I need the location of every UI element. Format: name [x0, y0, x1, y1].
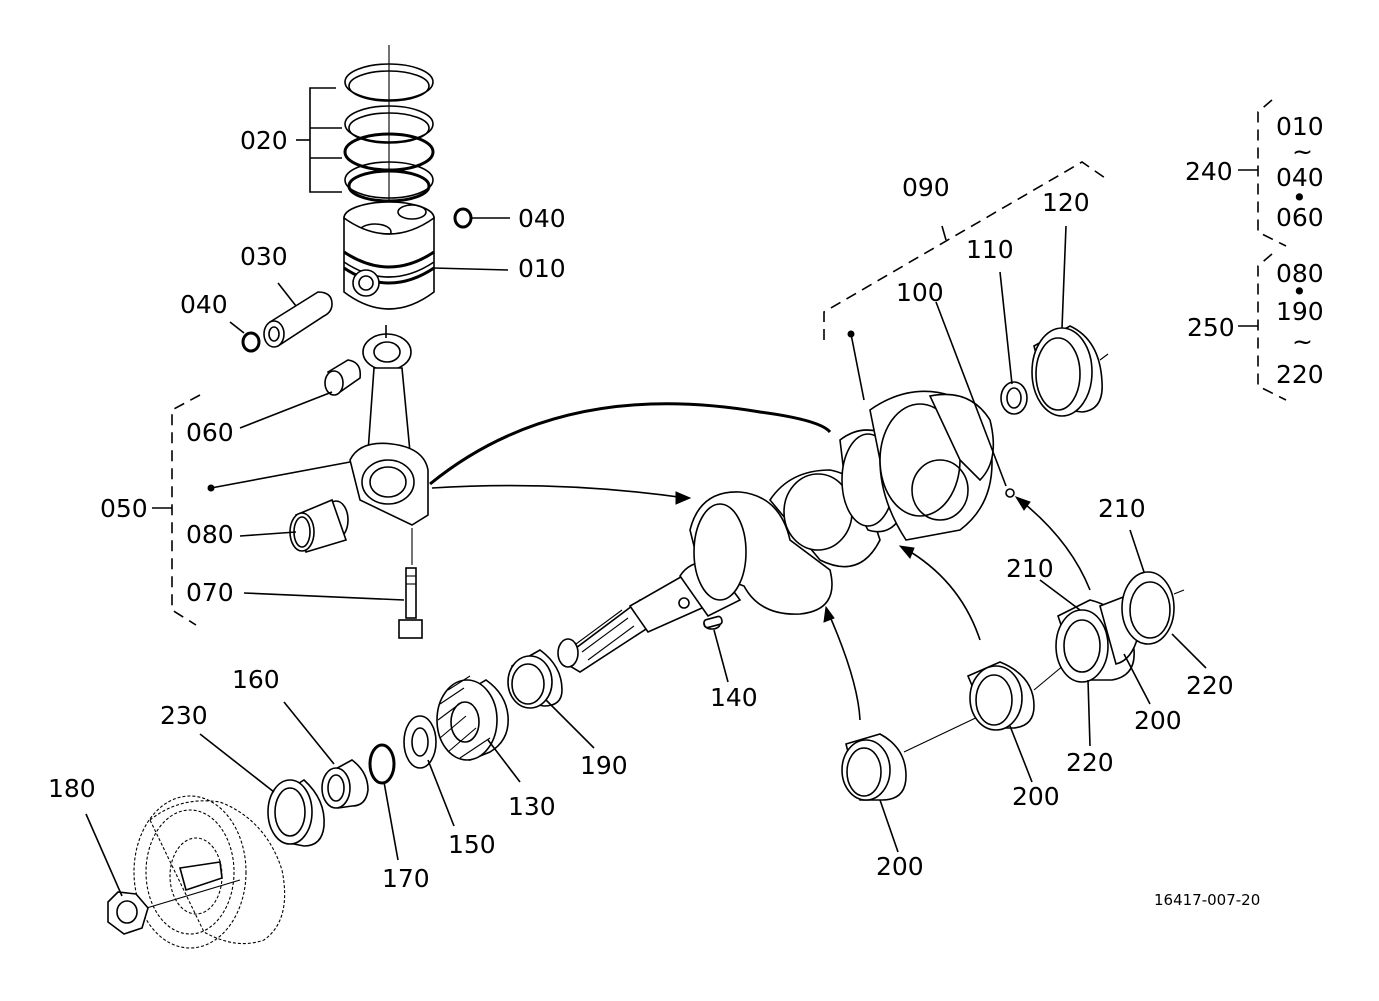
rear-oil-seal — [1031, 225, 1109, 417]
piston-rings — [296, 45, 435, 230]
callout-010: 010 — [518, 254, 566, 283]
piston-pin — [263, 282, 333, 348]
callout-020: 020 — [240, 126, 288, 155]
kit-240-item-040: 040 — [1276, 163, 1324, 192]
drawing-number: 16417-007-20 — [1154, 891, 1260, 909]
kit-250-item-080: 080 — [1276, 259, 1324, 288]
callout-070: 070 — [186, 578, 234, 607]
small-end-bushing — [239, 359, 362, 429]
callout-200-middle: 200 — [1012, 782, 1060, 811]
crank-gear — [436, 675, 521, 783]
callout-110: 110 — [966, 235, 1014, 264]
callout-170: 170 — [382, 864, 430, 893]
kit-240-range-sep: ~ — [1292, 137, 1313, 166]
callout-230: 230 — [160, 701, 208, 730]
callout-220-right: 220 — [1186, 671, 1234, 700]
callout-180: 180 — [48, 774, 96, 803]
piston — [343, 201, 509, 310]
callout-040-upper: 040 — [518, 204, 566, 233]
callout-120: 120 — [1042, 188, 1090, 217]
kit-250-item-190: 190 — [1276, 297, 1324, 326]
callout-210-right: 210 — [1098, 494, 1146, 523]
thrust-washer-front — [403, 715, 455, 827]
callout-210-left: 210 — [1006, 554, 1054, 583]
kit-legend-brackets — [1238, 99, 1287, 401]
crankpin-bearing — [239, 498, 349, 554]
callout-080: 080 — [186, 520, 234, 549]
main-bearing-1 — [841, 713, 985, 853]
crankshaft — [557, 161, 1109, 673]
circlip-lower — [229, 321, 261, 353]
kit-250-range-sep: ~ — [1292, 327, 1313, 356]
callout-030: 030 — [240, 242, 288, 271]
kit-240-label: 240 — [1185, 157, 1233, 186]
kit-250-item-220: 220 — [1276, 360, 1324, 389]
kit-240-item-060: 060 — [1276, 203, 1324, 232]
feather-key — [703, 615, 729, 683]
callout-060: 060 — [186, 418, 234, 447]
o-ring — [368, 743, 399, 861]
callout-160: 160 — [232, 665, 280, 694]
connecting-rod — [349, 325, 429, 526]
callout-090: 090 — [902, 173, 950, 202]
kit-legend: 240 010 ~ 040 • 060 250 080 • 190 ~ 220 — [1185, 112, 1324, 389]
shaft-splines — [575, 609, 635, 661]
callout-040-lower: 040 — [180, 290, 228, 319]
kit-240-dot-sep: • — [1292, 183, 1307, 212]
kit-240-item-010: 010 — [1276, 112, 1324, 141]
circlip-upper — [453, 207, 510, 229]
front-oil-seal — [199, 733, 325, 847]
kit-250-dot-sep: • — [1292, 277, 1307, 306]
callout-190: 190 — [580, 751, 628, 780]
front-bushing — [507, 649, 595, 749]
gear-teeth — [437, 675, 491, 759]
callout-200-front: 200 — [876, 852, 924, 881]
callout-220-lower: 220 — [1066, 748, 1114, 777]
callout-050: 050 — [100, 494, 148, 523]
connecting-rod-bolt — [243, 528, 423, 639]
crank-pulley — [133, 795, 286, 949]
kit-250-label: 250 — [1187, 313, 1235, 342]
callout-200-rear: 200 — [1134, 706, 1182, 735]
rear-thrust-washer — [1121, 529, 1207, 669]
callout-100: 100 — [896, 278, 944, 307]
callout-130: 130 — [508, 792, 556, 821]
pulley-nut — [85, 813, 149, 935]
callout-150: 150 — [448, 830, 496, 859]
main-bearing-2 — [966, 659, 1071, 783]
collar — [283, 701, 369, 809]
assembly-arrows-conrod — [429, 402, 832, 505]
assembly-arrows-bearings — [823, 496, 1091, 721]
connecting-rod-group-bracket — [152, 394, 351, 626]
pilot-bearing — [999, 271, 1028, 415]
callout-labels: 020 040 010 030 040 060 050 080 070 090 … — [48, 126, 1234, 893]
callout-140: 140 — [710, 683, 758, 712]
